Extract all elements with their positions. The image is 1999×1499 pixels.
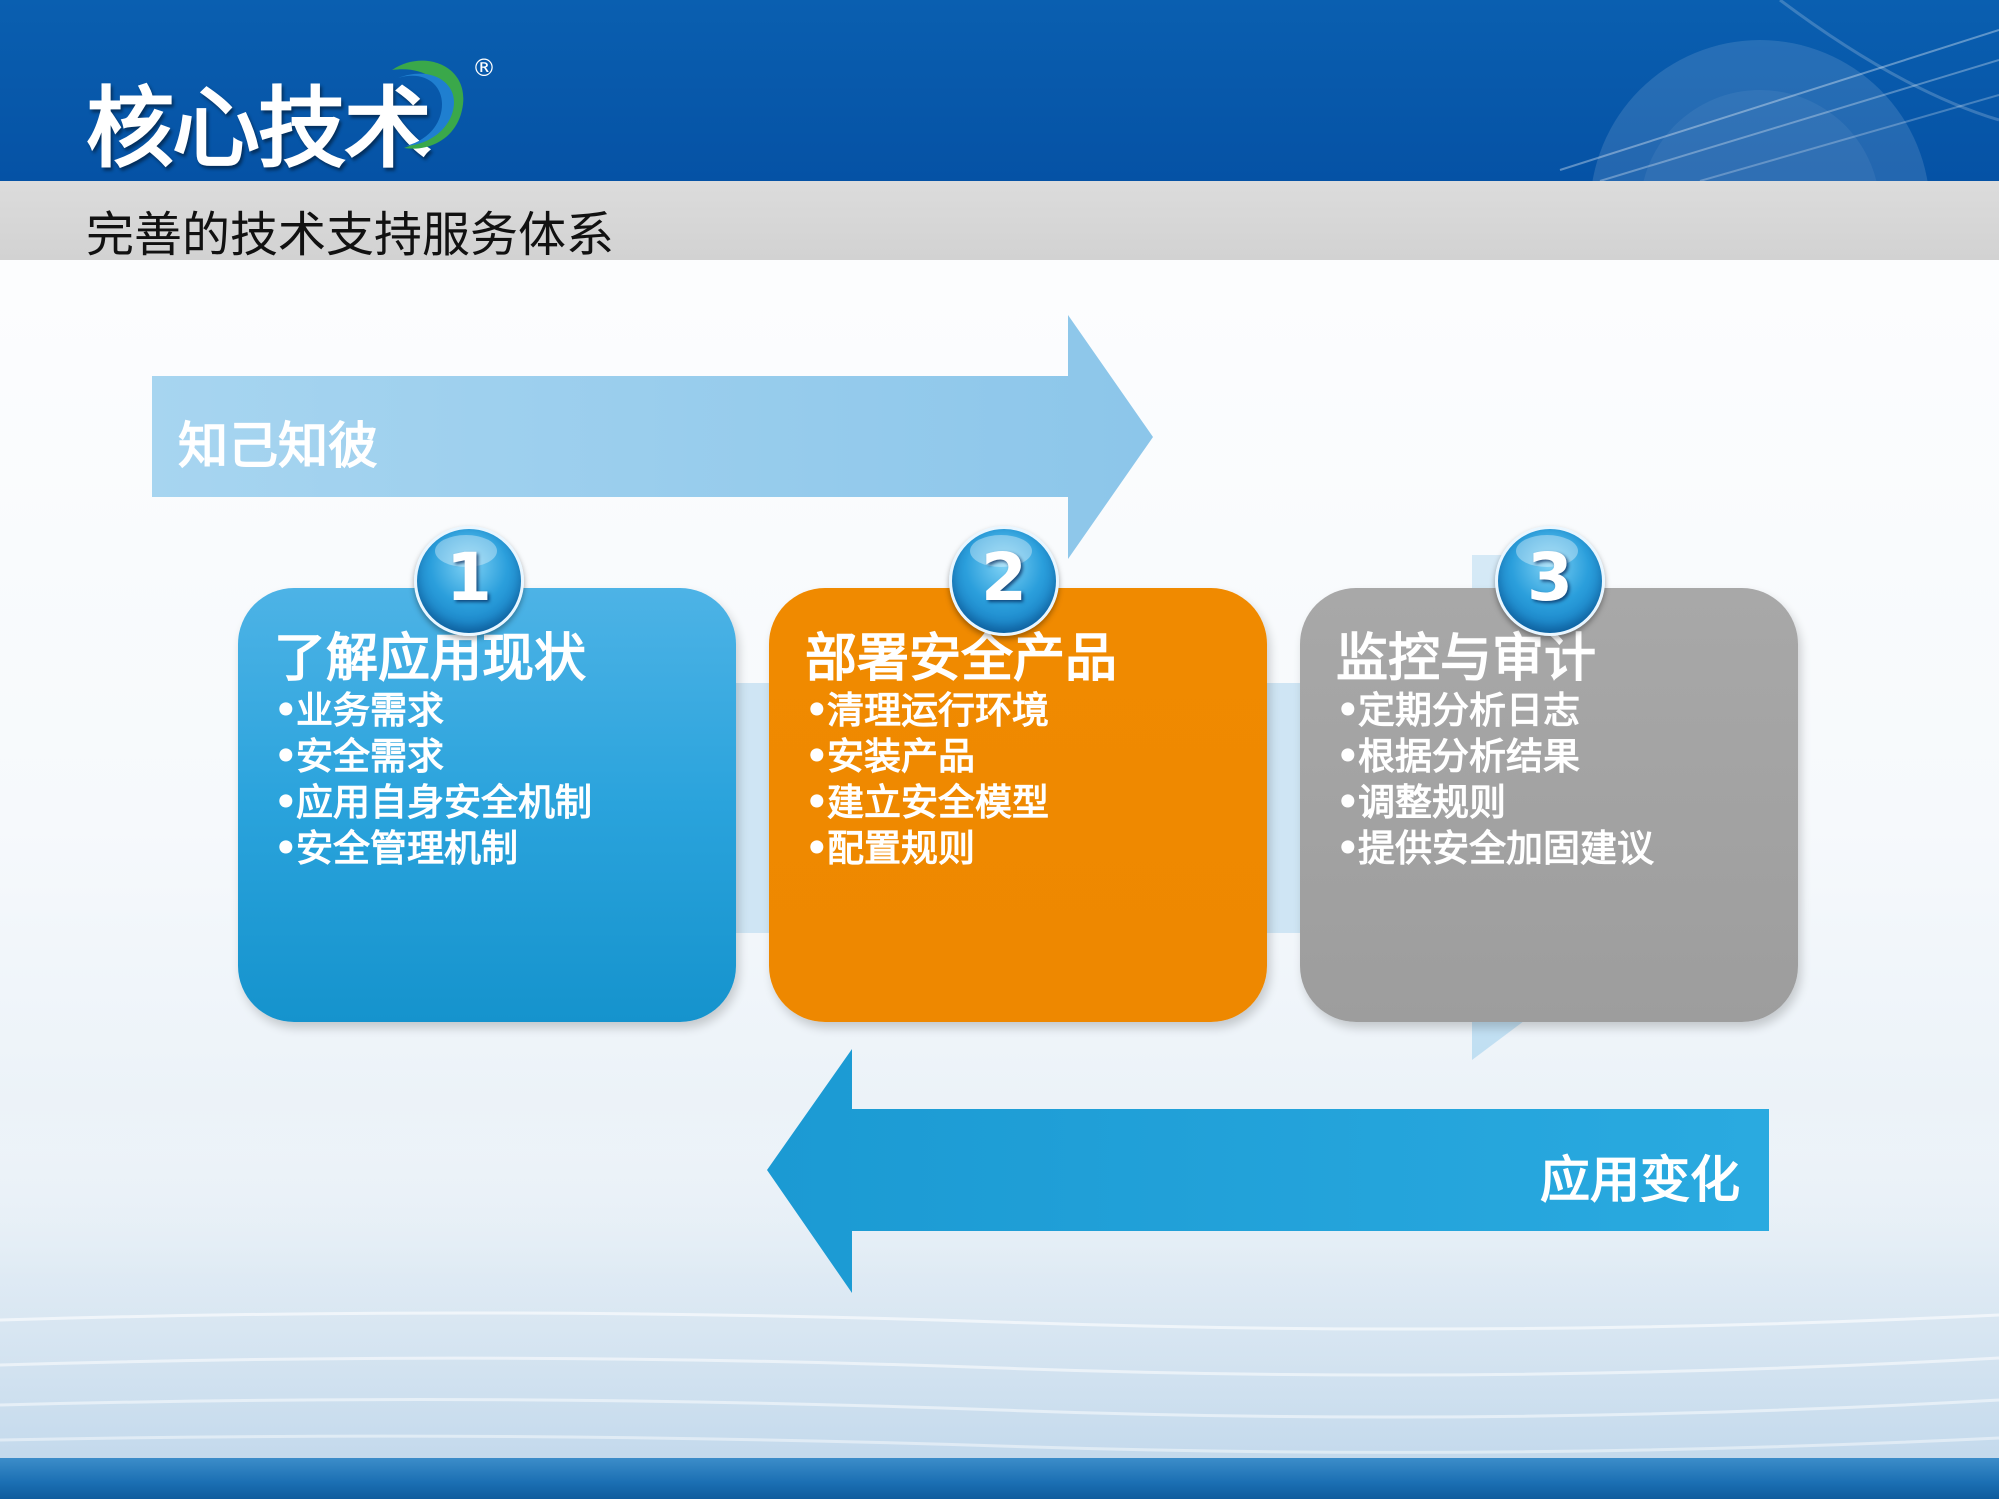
step-card-3: 监控与审计 •定期分析日志 •根据分析结果 •调整规则 •提供安全加固建议 [1300,588,1798,1022]
top-arrow-label: 知己知彼 [178,417,378,475]
footer-band [0,1458,1999,1499]
bullet-icon: • [1336,781,1360,824]
bullet-icon: • [805,781,829,824]
bullet-icon: • [805,735,829,778]
bullet-icon: • [805,689,829,732]
list-item: •业务需求 [274,689,444,732]
step-number-badge-3: 3 [1495,526,1605,636]
bullet-icon: • [805,827,829,870]
bullet-icon: • [274,735,298,778]
list-item: •调整规则 [1336,781,1506,824]
bottom-arrow [767,1049,1769,1293]
list-item: •根据分析结果 [1336,735,1580,778]
list-item: •安全需求 [274,735,444,778]
header-decoration [1559,0,1999,181]
registered-mark: ® [472,54,496,82]
step-title: 部署安全产品 [805,629,1118,689]
step-number-badge-1: 1 [414,526,524,636]
list-item: •安装产品 [805,735,975,778]
step-number: 1 [446,539,492,616]
top-arrow [152,315,1153,559]
list-item: •配置规则 [805,827,975,870]
bullet-icon: • [1336,827,1360,870]
bullet-icon: • [1336,689,1360,732]
header-band: 核心技术 ® [0,0,1999,181]
logo-swoosh-icon [392,60,464,149]
list-item: •清理运行环境 [805,689,1049,732]
step-item-list: •业务需求 •安全需求 •应用自身安全机制 •安全管理机制 [274,688,592,872]
bullet-icon: • [274,781,298,824]
step-number-badge-2: 2 [949,526,1059,636]
page-title: 核心技术 [86,77,432,180]
subheader-band: 完善的技术支持服务体系 [0,181,1999,263]
badge-shine [970,535,1032,567]
list-item: •应用自身安全机制 [274,781,592,824]
badge-shine [435,535,497,567]
step-card-1: 了解应用现状 •业务需求 •安全需求 •应用自身安全机制 •安全管理机制 [238,588,736,1022]
bottom-arrow-label: 应用变化 [1540,1151,1740,1209]
list-item: •建立安全模型 [805,781,1049,824]
step-item-list: •定期分析日志 •根据分析结果 •调整规则 •提供安全加固建议 [1336,688,1654,872]
step-number: 2 [981,539,1027,616]
bullet-icon: • [274,827,298,870]
step-number: 3 [1527,539,1573,616]
step-title: 了解应用现状 [274,629,587,689]
step-item-list: •清理运行环境 •安装产品 •建立安全模型 •配置规则 [805,688,1049,872]
page-subtitle: 完善的技术支持服务体系 [86,207,615,263]
list-item: •安全管理机制 [274,827,518,870]
step-card-2: 部署安全产品 •清理运行环境 •安装产品 •建立安全模型 •配置规则 [769,588,1267,1022]
bullet-icon: • [274,689,298,732]
list-item: •提供安全加固建议 [1336,827,1654,870]
step-title: 监控与审计 [1336,629,1597,689]
bullet-icon: • [1336,735,1360,778]
badge-shine [1516,535,1578,567]
list-item: •定期分析日志 [1336,689,1580,732]
